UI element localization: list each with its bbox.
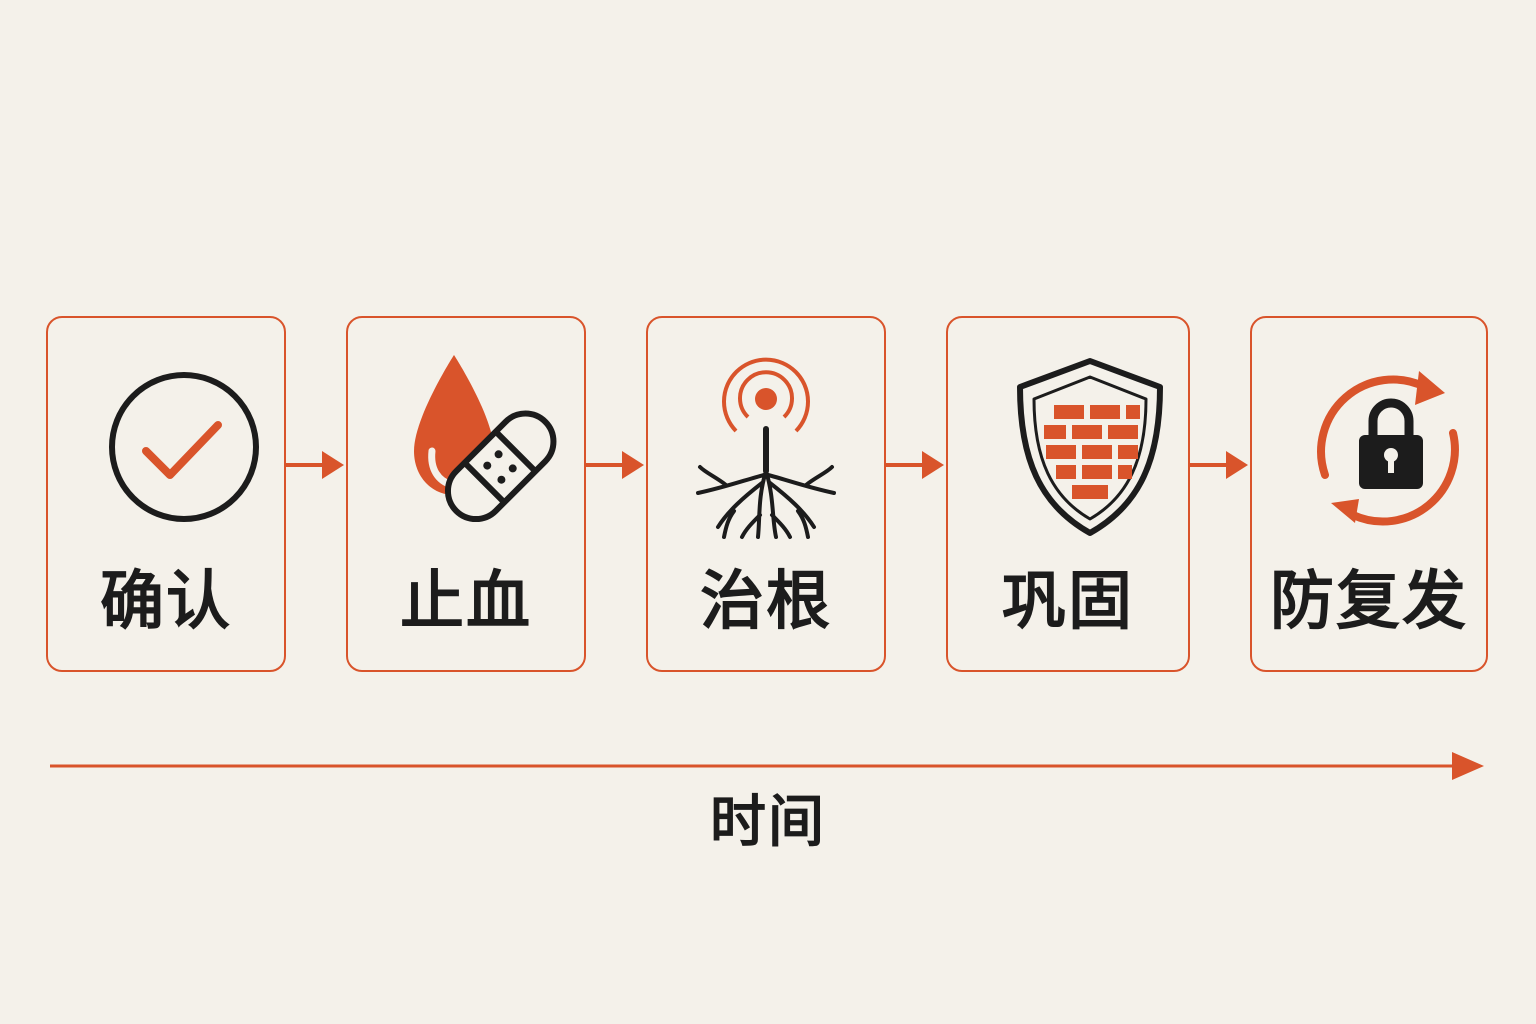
step-card-prevent-recurrence: 防复发 xyxy=(1250,316,1488,672)
blood-drop-bandage-icon xyxy=(348,342,584,552)
timeline-label: 时间 xyxy=(710,790,826,855)
flow-arrow-icon xyxy=(586,451,644,479)
step-label: 防复发 xyxy=(1270,565,1468,639)
root-signal-icon xyxy=(648,342,884,552)
flow-arrow-icon xyxy=(886,451,944,479)
step-card-root-cause: 治根 xyxy=(646,316,886,672)
step-label: 确认 xyxy=(100,565,232,639)
step-label: 止血 xyxy=(400,565,532,639)
flow-arrow-icon xyxy=(286,451,344,479)
step-card-consolidate: 巩固 xyxy=(946,316,1190,672)
flow-arrow-icon xyxy=(1190,451,1248,479)
shield-brick-wall-icon xyxy=(948,342,1188,552)
lock-refresh-icon xyxy=(1252,342,1486,552)
timeline-arrow-icon xyxy=(50,752,1484,780)
step-label: 巩固 xyxy=(1002,565,1134,639)
step-card-stop-bleeding: 止血 xyxy=(346,316,586,672)
step-label: 治根 xyxy=(700,565,832,639)
check-circle-icon xyxy=(48,342,284,552)
step-card-confirm: 确认 xyxy=(46,316,286,672)
